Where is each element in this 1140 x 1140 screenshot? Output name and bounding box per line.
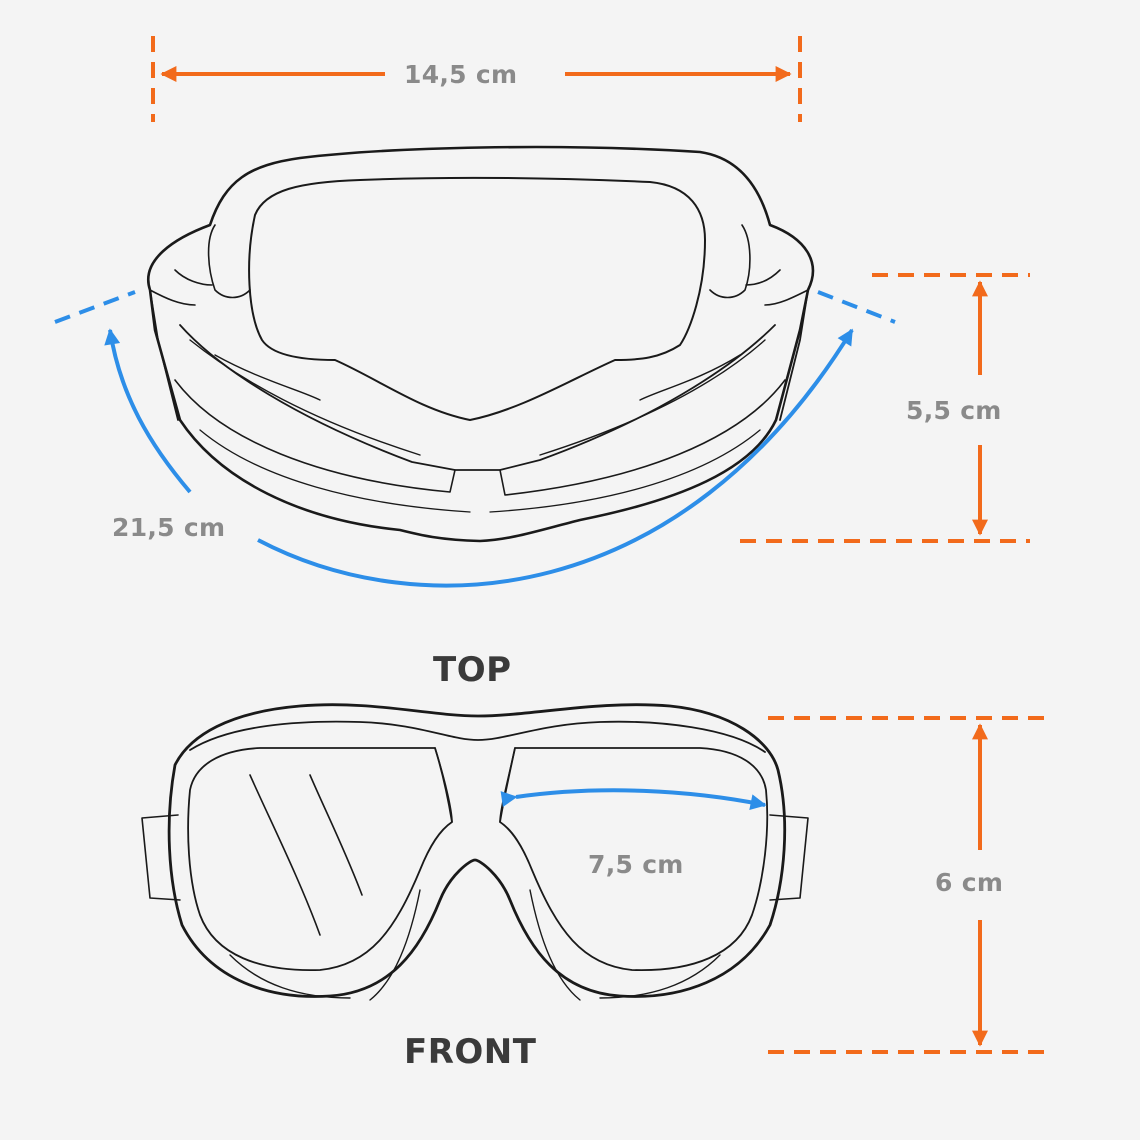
- height-top-label: 5,5 cm: [906, 396, 1002, 425]
- curve-arrow-right: [257, 328, 854, 588]
- curve-right-extension: [817, 290, 896, 324]
- lens-width-arrow: [500, 788, 767, 811]
- front-view-label: FRONT: [404, 1032, 537, 1072]
- height-front-label: 6 cm: [935, 868, 1004, 897]
- curve-left-extension: [54, 290, 136, 324]
- curve-arrow-left: [104, 328, 192, 494]
- front-view-goggles: [141, 703, 809, 1001]
- width-label: 14,5 cm: [404, 60, 518, 89]
- top-view-label: TOP: [433, 650, 512, 690]
- lens-width-label: 7,5 cm: [588, 850, 684, 879]
- top-view-goggles: [147, 145, 815, 543]
- curve-label: 21,5 cm: [112, 513, 226, 542]
